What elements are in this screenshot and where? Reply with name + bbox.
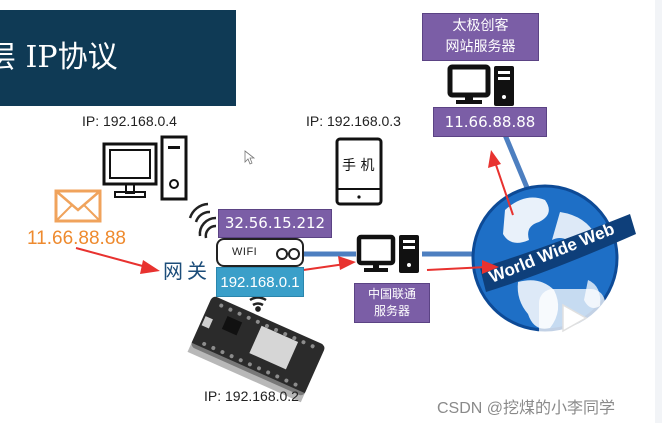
mouse-cursor-icon — [244, 150, 256, 165]
title-banner: 层 IP协议 — [0, 10, 236, 106]
router-led-icon — [288, 248, 300, 260]
play-button-icon[interactable] — [539, 289, 605, 347]
esp-board-ip-label: IP: 192.168.0.2 — [204, 388, 299, 404]
right-edge-strip — [655, 0, 662, 423]
csdn-watermark: CSDN @挖煤的小李同学 — [437, 400, 616, 417]
phone-label: 手 机 — [342, 158, 375, 174]
gateway-public-ip: 32.56.15.212 — [224, 214, 326, 232]
arrow-globe-to-server — [488, 150, 514, 216]
mail-destination-ip: 11.66.88.88 — [27, 228, 126, 249]
link-server-globe — [500, 129, 531, 191]
isp-server-computer-icon — [356, 234, 419, 273]
globe-icon: World Wide Web — [471, 184, 636, 332]
pc-computer-icon — [102, 135, 188, 201]
pc-ip-label: IP: 192.168.0.4 — [82, 113, 177, 129]
web-server-label-box: 太极创客 网站服务器 — [422, 13, 539, 61]
web-server-label-line2: 网站服务器 — [445, 39, 516, 55]
isp-server-label-box: 中国联通 服务器 — [354, 283, 430, 323]
wifi-signal-icon — [188, 202, 217, 239]
gateway-public-ip-box: 32.56.15.212 — [218, 209, 332, 238]
phone-icon — [335, 137, 383, 206]
isp-server-label-line1: 中国联通 — [367, 287, 416, 301]
gateway-lan-ip-box: 192.168.0.1 — [216, 267, 304, 297]
router-led-icon — [276, 248, 288, 260]
isp-server-label-line2: 服务器 — [373, 304, 410, 318]
arrow-isp-to-globe — [426, 260, 499, 274]
arrow-mail-to-gateway — [75, 247, 160, 274]
gateway-label: 网关 — [163, 259, 211, 283]
web-server-computer-icon — [447, 64, 514, 106]
web-server-ip-box: 11.66.88.88 — [433, 107, 547, 137]
mail-envelope-icon — [54, 189, 102, 223]
wifi-signal-down-icon — [249, 296, 267, 312]
gateway-lan-ip: 192.168.0.1 — [220, 274, 300, 291]
wifi-router-box: WIFI — [216, 238, 304, 267]
web-server-label-line1: 太极创客 — [452, 18, 509, 34]
title-text: 层 IP协议 — [0, 40, 118, 75]
wifi-label: WIFI — [232, 246, 258, 258]
web-server-ip: 11.66.88.88 — [444, 113, 536, 131]
phone-ip-label: IP: 192.168.0.3 — [306, 113, 401, 129]
esp8266-board-image — [187, 296, 325, 403]
